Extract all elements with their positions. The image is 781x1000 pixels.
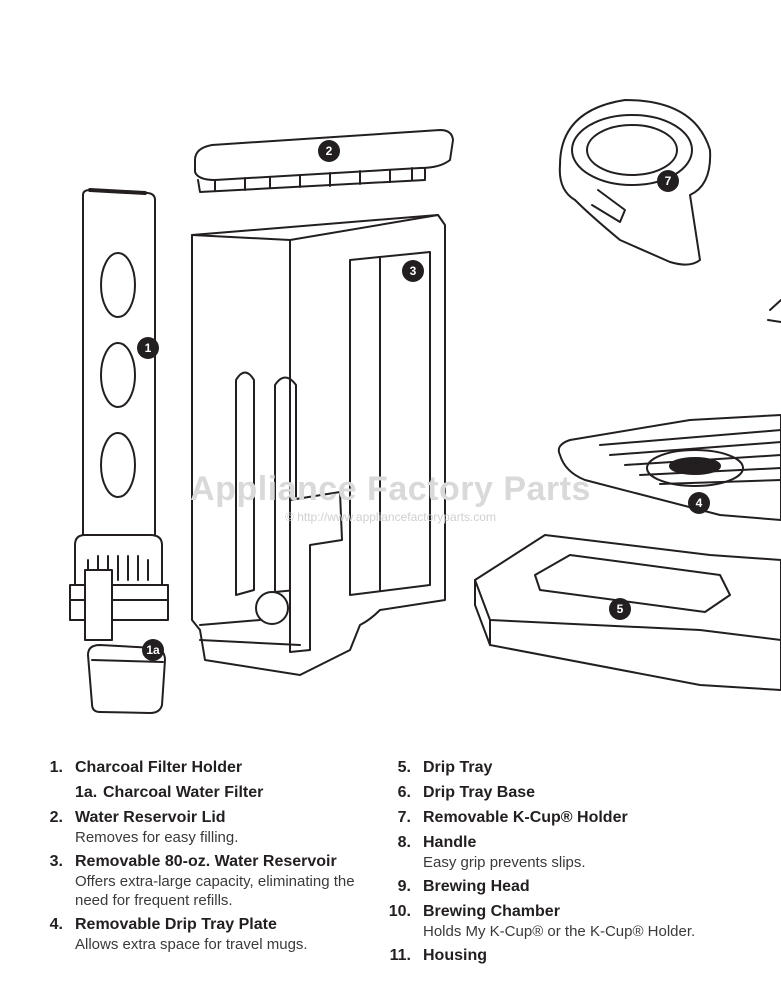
parts-list-right: 5. Drip Tray 6. Drip Tray Base 7. Removable K… xyxy=(378,758,778,971)
watermark: Appliance Factory Parts xyxy=(190,470,591,508)
drip-tray-drawing xyxy=(474,534,781,691)
part-number: 3. xyxy=(49,853,63,870)
part-description: Offers extra-large capacity, eliminating… xyxy=(75,873,355,909)
charcoal-water-filter-drawing xyxy=(87,644,166,714)
part-name: Removable K-Cup® Holder xyxy=(423,809,628,826)
part-name: Charcoal Water Filter xyxy=(103,784,264,801)
part-name: Brewing Chamber xyxy=(423,903,560,920)
part-name: Charcoal Filter Holder xyxy=(75,759,243,776)
svg-text:7: 7 xyxy=(665,174,672,188)
callout-7: 7 xyxy=(657,170,679,192)
svg-text:3: 3 xyxy=(410,264,417,278)
svg-text:2: 2 xyxy=(326,144,333,158)
k-cup-holder-drawing xyxy=(558,99,712,266)
part-number: 9. xyxy=(397,878,411,895)
part-number: 1. xyxy=(49,759,63,776)
part-name: Housing xyxy=(423,947,487,964)
part-item: 1a. Charcoal Water Filter xyxy=(30,783,375,803)
callout-1a: 1a xyxy=(142,639,164,661)
callout-3: 3 xyxy=(402,260,424,282)
part-number: 1a. xyxy=(75,784,98,801)
part-number: 11. xyxy=(389,947,411,964)
part-item: 6. Drip Tray Base xyxy=(378,783,778,803)
svg-text:5: 5 xyxy=(617,602,624,616)
part-item: 7. Removable K-Cup® Holder xyxy=(378,808,778,828)
callout-1: 1 xyxy=(137,337,159,359)
part-description: Allows extra space for travel mugs. xyxy=(75,936,308,953)
callout-5: 5 xyxy=(609,598,631,620)
part-name: Brewing Head xyxy=(423,878,530,895)
water-reservoir-drawing xyxy=(191,214,446,676)
part-name: Removable 80-oz. Water Reservoir xyxy=(75,853,337,870)
part-name: Drip Tray xyxy=(423,759,493,776)
part-number: 4. xyxy=(49,916,63,933)
part-number: 8. xyxy=(397,834,411,851)
callout-2: 2 xyxy=(318,140,340,162)
part-number: 2. xyxy=(49,809,63,826)
part-description: Removes for easy filling. xyxy=(75,829,239,846)
water-reservoir-lid-drawing xyxy=(194,129,454,193)
part-number: 5. xyxy=(397,759,411,776)
part-item: 9. Brewing Head xyxy=(378,877,778,897)
svg-text:1: 1 xyxy=(145,341,152,355)
part-number: 7. xyxy=(397,809,411,826)
callout-4: 4 xyxy=(688,492,710,514)
charcoal-filter-holder-drawing xyxy=(69,188,169,641)
parts-illustration: 1 1a 2 3 4 5 7 xyxy=(69,99,781,714)
part-name: Drip Tray Base xyxy=(423,784,536,801)
svg-text:4: 4 xyxy=(696,496,703,510)
svg-text:1a: 1a xyxy=(146,643,160,657)
part-number: 6. xyxy=(397,784,411,801)
part-name: Handle xyxy=(423,834,477,851)
part-item: 1. Charcoal Filter Holder xyxy=(30,758,375,778)
part-name: Water Reservoir Lid xyxy=(75,809,226,826)
part-description: Holds My K-Cup® or the K-Cup® Holder. xyxy=(423,923,696,940)
part-name: Removable Drip Tray Plate xyxy=(75,916,277,933)
parts-list-left: 1. Charcoal Filter Holder 1a. Charcoal Wate… xyxy=(30,758,375,959)
drip-tray-plate-drawing xyxy=(557,414,781,521)
part-description: Easy grip prevents slips. xyxy=(423,854,586,871)
watermark-url: © http://www.appliancefactoryparts.com xyxy=(285,510,496,524)
part-item: 5. Drip Tray xyxy=(378,758,778,778)
part-number: 10. xyxy=(388,903,411,920)
part-item: 11. Housing xyxy=(378,946,778,966)
